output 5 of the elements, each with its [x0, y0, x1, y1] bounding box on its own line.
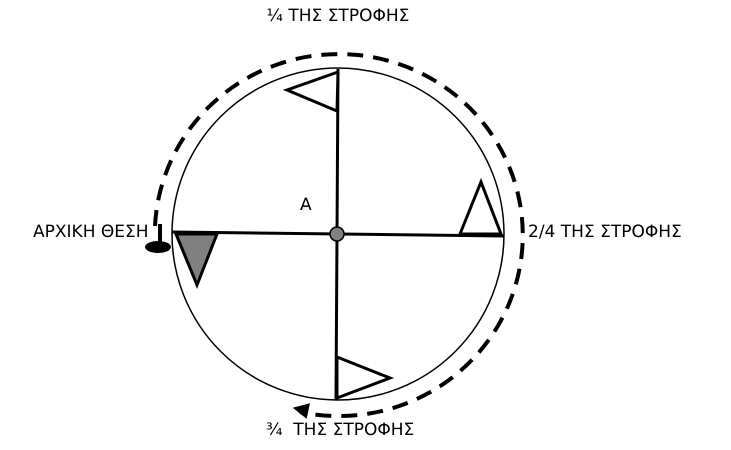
turn-label: ¼ ΤΗΣ ΣΤΡΟΦΗΣ — [266, 6, 410, 26]
position-label: ΑΡΧΙΚΗ ΘΕΣΗ — [33, 222, 149, 242]
point-label: Α — [300, 195, 312, 215]
turn-label: ¾ ΤΗΣ ΣΤΡΟΦΗΣ — [266, 420, 414, 440]
turn-label: 2/4 ΤΗΣ ΣΤΡΟΦΗΣ — [528, 222, 682, 242]
